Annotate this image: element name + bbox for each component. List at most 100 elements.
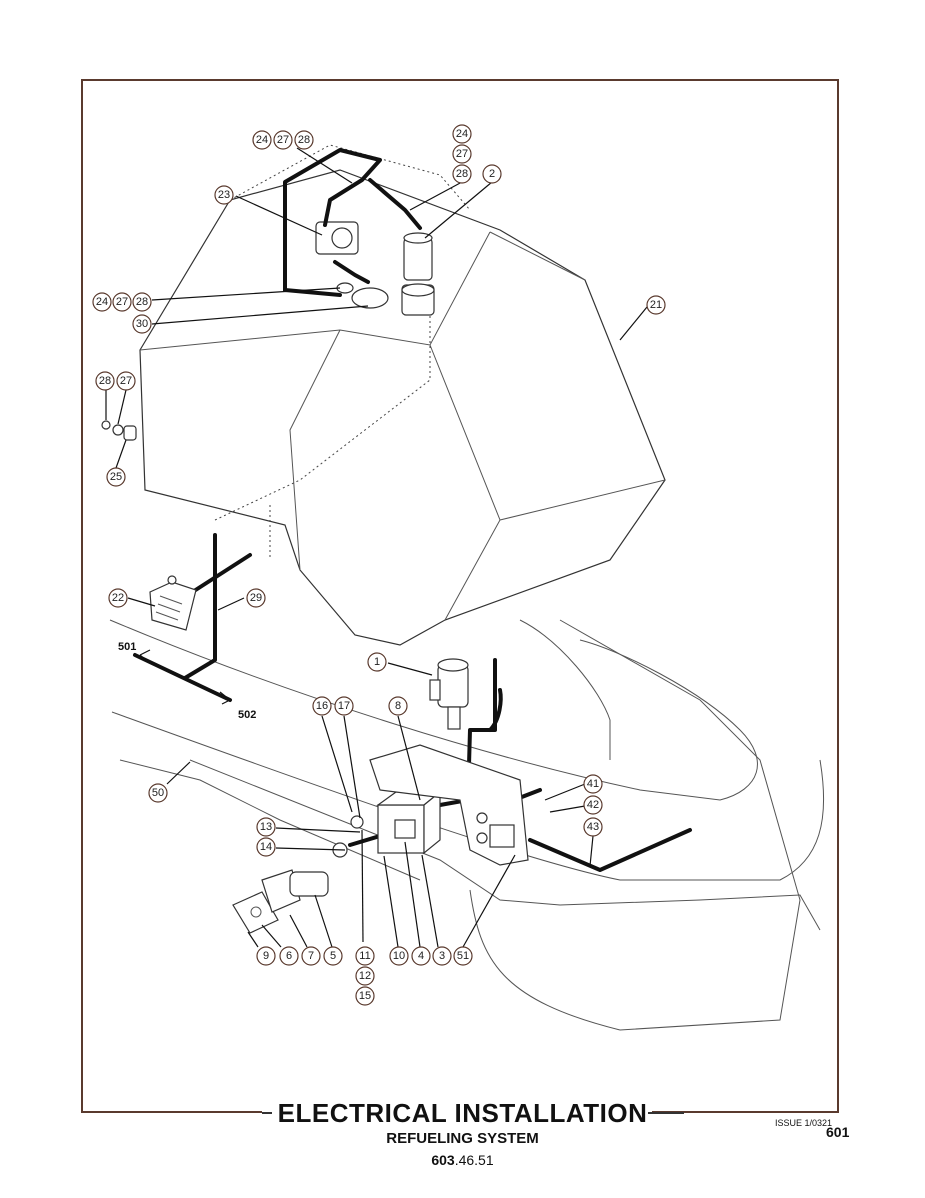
svg-text:4: 4 [418, 950, 424, 962]
leader-lines [105, 147, 648, 948]
callout-24: 24 [92, 292, 112, 312]
callout-3: 3 [432, 946, 452, 966]
svg-text:13: 13 [260, 821, 272, 833]
svg-text:24: 24 [456, 128, 468, 140]
page-number: 601 [826, 1124, 850, 1140]
callout-27: 27 [116, 371, 136, 391]
connector-parts [101, 420, 137, 441]
svg-text:41: 41 [587, 778, 599, 790]
svg-text:22: 22 [112, 592, 124, 604]
title-rule-left [262, 1112, 272, 1114]
callout-1: 1 [367, 652, 387, 672]
light-unit [149, 575, 197, 631]
callout-25: 25 [106, 467, 126, 487]
svg-text:15: 15 [359, 990, 371, 1002]
svg-text:7: 7 [308, 950, 314, 962]
callout-5: 5 [323, 946, 343, 966]
tank-top-components [315, 221, 435, 316]
pump-motor [429, 658, 469, 730]
svg-text:43: 43 [587, 821, 599, 833]
ref-501-label: 501 [118, 641, 136, 653]
svg-text:9: 9 [263, 950, 269, 962]
callout-50: 50 [148, 783, 168, 803]
callout-30: 30 [132, 314, 152, 334]
svg-text:8: 8 [395, 700, 401, 712]
callout-8: 8 [388, 696, 408, 716]
callout-9: 9 [256, 946, 276, 966]
svg-text:25: 25 [110, 471, 122, 483]
callout-7: 7 [301, 946, 321, 966]
callout-2: 2 [482, 164, 502, 184]
svg-text:16: 16 [316, 700, 328, 712]
reference-arrows: 501 502 [118, 641, 256, 721]
svg-text:24: 24 [96, 296, 108, 308]
page-subtitle: REFUELING SYSTEM [386, 1130, 539, 1147]
svg-text:28: 28 [456, 168, 468, 180]
callout-28: 28 [452, 164, 472, 184]
junction-box-assembly [369, 744, 529, 866]
callout-12: 12 [355, 966, 375, 986]
svg-text:21: 21 [650, 299, 662, 311]
callout-23: 23 [214, 185, 234, 205]
callout-15: 15 [355, 986, 375, 1006]
callout-10: 10 [389, 946, 409, 966]
callout-42: 42 [583, 795, 603, 815]
switch-components [232, 815, 364, 934]
svg-text:30: 30 [136, 318, 148, 330]
svg-text:2: 2 [489, 168, 495, 180]
callout-21: 21 [646, 295, 666, 315]
svg-text:50: 50 [152, 787, 164, 799]
title-rule-right [648, 1112, 684, 1114]
callout-28: 28 [95, 371, 115, 391]
document-number: 603.46.51 [0, 1152, 925, 1168]
callout-24: 24 [452, 124, 472, 144]
callout-28: 28 [132, 292, 152, 312]
callout-51: 51 [453, 946, 473, 966]
svg-text:1: 1 [374, 656, 380, 668]
airframe-outline [109, 619, 825, 1031]
svg-text:24: 24 [256, 134, 268, 146]
document-number-rest: .46.51 [454, 1152, 494, 1168]
callout-41: 41 [583, 774, 603, 794]
callout-24: 24 [252, 130, 272, 150]
svg-text:11: 11 [359, 950, 370, 962]
svg-text:28: 28 [298, 134, 310, 146]
page-title: ELECTRICAL INSTALLATION [277, 1098, 648, 1128]
svg-text:10: 10 [393, 950, 405, 962]
callout-43: 43 [583, 817, 603, 837]
callout-27: 27 [452, 144, 472, 164]
callout-27: 27 [112, 292, 132, 312]
svg-text:23: 23 [218, 189, 230, 201]
fuel-tank [139, 144, 666, 646]
svg-text:28: 28 [99, 375, 111, 387]
svg-text:42: 42 [587, 799, 599, 811]
svg-text:14: 14 [260, 841, 272, 853]
svg-text:12: 12 [359, 970, 371, 982]
callout-29: 29 [246, 588, 266, 608]
document-number-bold: 603 [431, 1152, 455, 1168]
callout-22: 22 [108, 588, 128, 608]
svg-text:27: 27 [120, 375, 132, 387]
svg-text:27: 27 [456, 148, 468, 160]
svg-text:5: 5 [330, 950, 336, 962]
callout-27: 27 [273, 130, 293, 150]
callout-11: 11 [355, 946, 375, 966]
callout-17: 17 [334, 696, 354, 716]
svg-text:27: 27 [116, 296, 128, 308]
callout-14: 14 [256, 837, 276, 857]
ref-502-label: 502 [238, 709, 256, 721]
callout-4: 4 [411, 946, 431, 966]
callout-28: 28 [294, 130, 314, 150]
svg-text:28: 28 [136, 296, 148, 308]
callout-6: 6 [279, 946, 299, 966]
svg-text:29: 29 [250, 592, 262, 604]
callouts: 24 27 28 24 27 28 2 23 24 27 28 30 21 28… [92, 124, 666, 1006]
svg-text:6: 6 [286, 950, 292, 962]
svg-text:17: 17 [338, 700, 350, 712]
callout-13: 13 [256, 817, 276, 837]
callout-16: 16 [312, 696, 332, 716]
svg-text:27: 27 [277, 134, 289, 146]
issue-label: ISSUE 1/0321 [775, 1118, 833, 1128]
svg-text:51: 51 [457, 950, 469, 962]
